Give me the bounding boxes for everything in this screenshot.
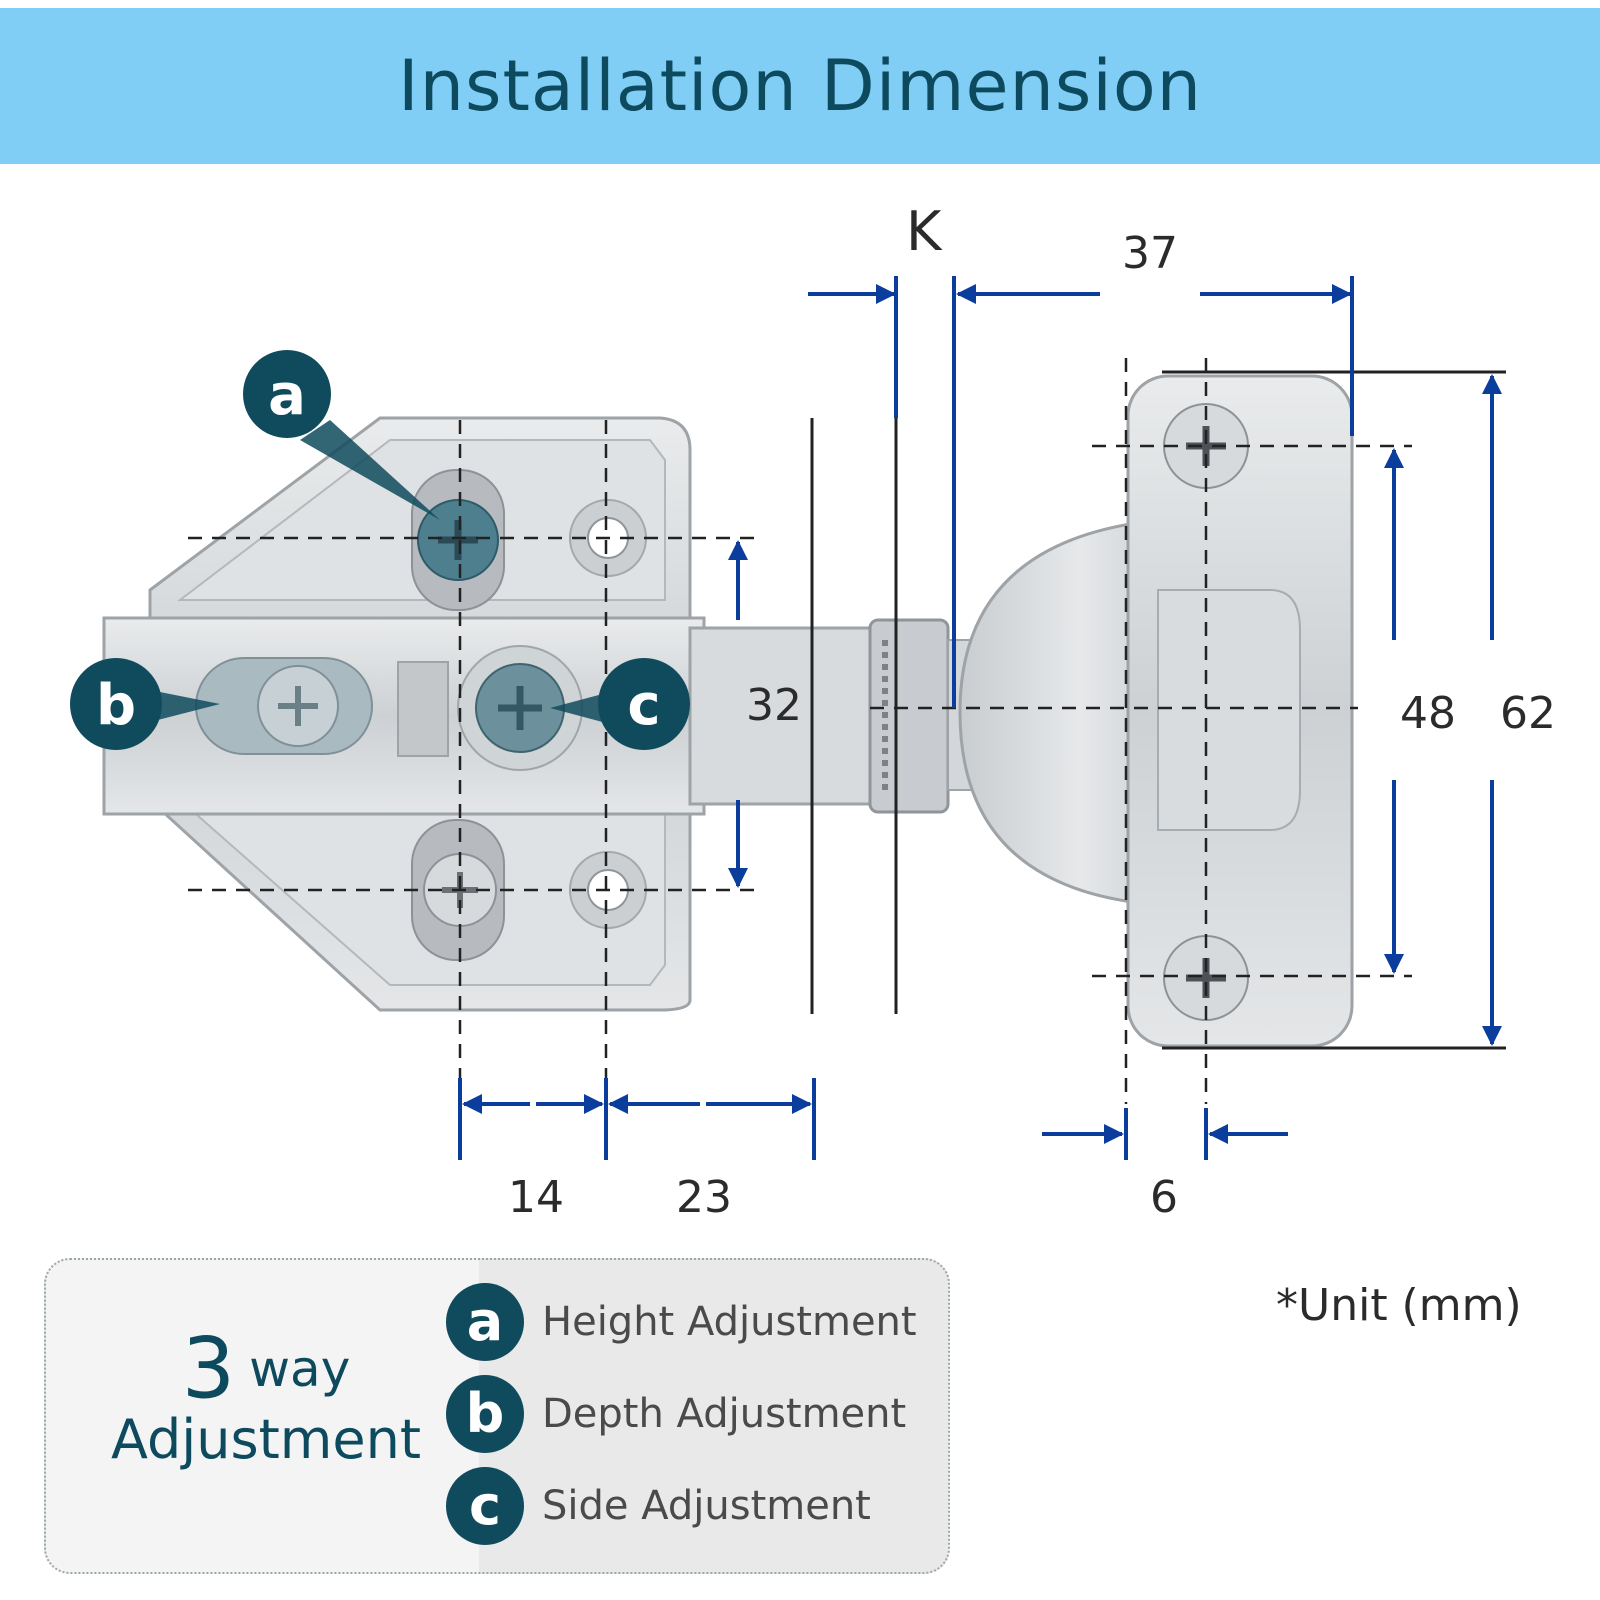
callout-a-letter: a [268,363,306,428]
legend-way: way [249,1339,351,1398]
legend-letter-c: c [446,1467,524,1545]
dimension-48: 48 [1400,688,1456,739]
dimension-lines [458,276,1502,1160]
callout-c: c [550,658,690,750]
legend-text-height: Height Adjustment [542,1299,917,1345]
dimension-62: 62 [1500,688,1556,739]
callout-b-letter: b [96,673,136,738]
legend-letter-b: b [446,1375,524,1453]
legend-item-depth: b Depth Adjustment [446,1374,906,1454]
callout-c-letter: c [627,673,660,738]
dimension-14: 14 [508,1172,564,1223]
unit-note: *Unit (mm) [1276,1280,1522,1331]
legend-adjustment: Adjustment [110,1408,422,1471]
center-lines [188,358,1412,1160]
reference-lines [810,370,1506,1050]
dimension-k: K [906,200,943,263]
dimension-labels: K 37 32 48 62 14 23 6 [508,200,1556,1223]
legend-item-side: c Side Adjustment [446,1466,871,1546]
dimension-23: 23 [676,1172,732,1223]
dimension-6: 6 [1150,1172,1178,1223]
dimension-37: 37 [1122,228,1178,279]
legend-letter-a: a [446,1283,524,1361]
legend-item-height: a Height Adjustment [446,1282,917,1362]
legend-text-side: Side Adjustment [542,1483,871,1529]
hinge-cup [958,374,1354,1048]
callout-a: a [243,350,440,520]
legend-number: 3 [181,1319,236,1418]
title-banner: Installation Dimension [0,8,1600,164]
legend-text-depth: Depth Adjustment [542,1391,907,1437]
callout-b: b [70,658,220,750]
page-title: Installation Dimension [397,45,1203,127]
dimension-32: 32 [746,680,802,731]
